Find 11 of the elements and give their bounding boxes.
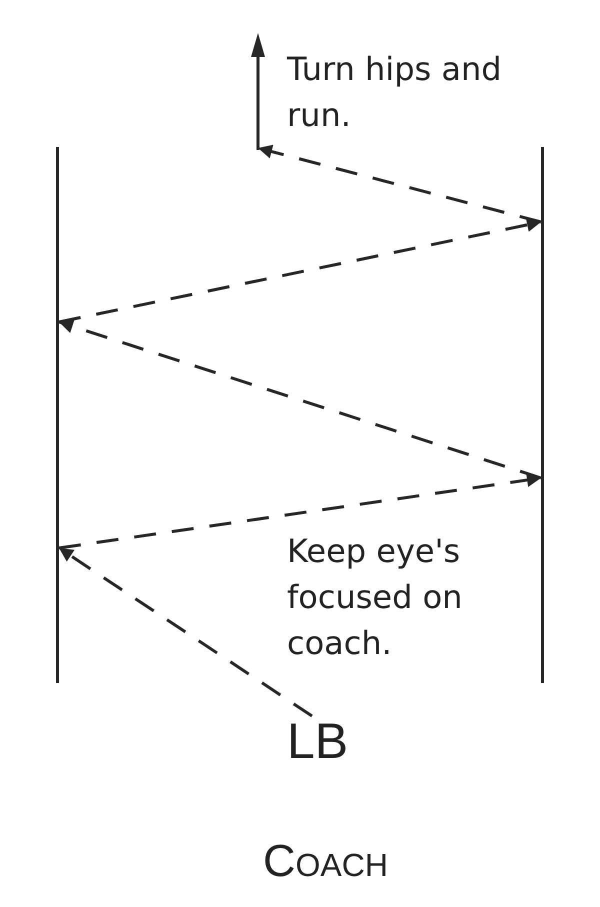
dashed-arrow (58, 320, 542, 480)
player-label: LB (287, 716, 348, 766)
dashed-arrow (58, 546, 313, 718)
boundary-line (56, 147, 59, 683)
dashed-arrow (58, 473, 542, 550)
position-label: Coach (263, 838, 388, 883)
dashed-arrow (58, 218, 542, 324)
boundary-line (541, 147, 544, 683)
dashed-arrow (258, 144, 542, 224)
instruction-note: Turn hips and run. (287, 49, 503, 136)
instruction-note: Keep eye's focused on coach. (287, 531, 464, 664)
